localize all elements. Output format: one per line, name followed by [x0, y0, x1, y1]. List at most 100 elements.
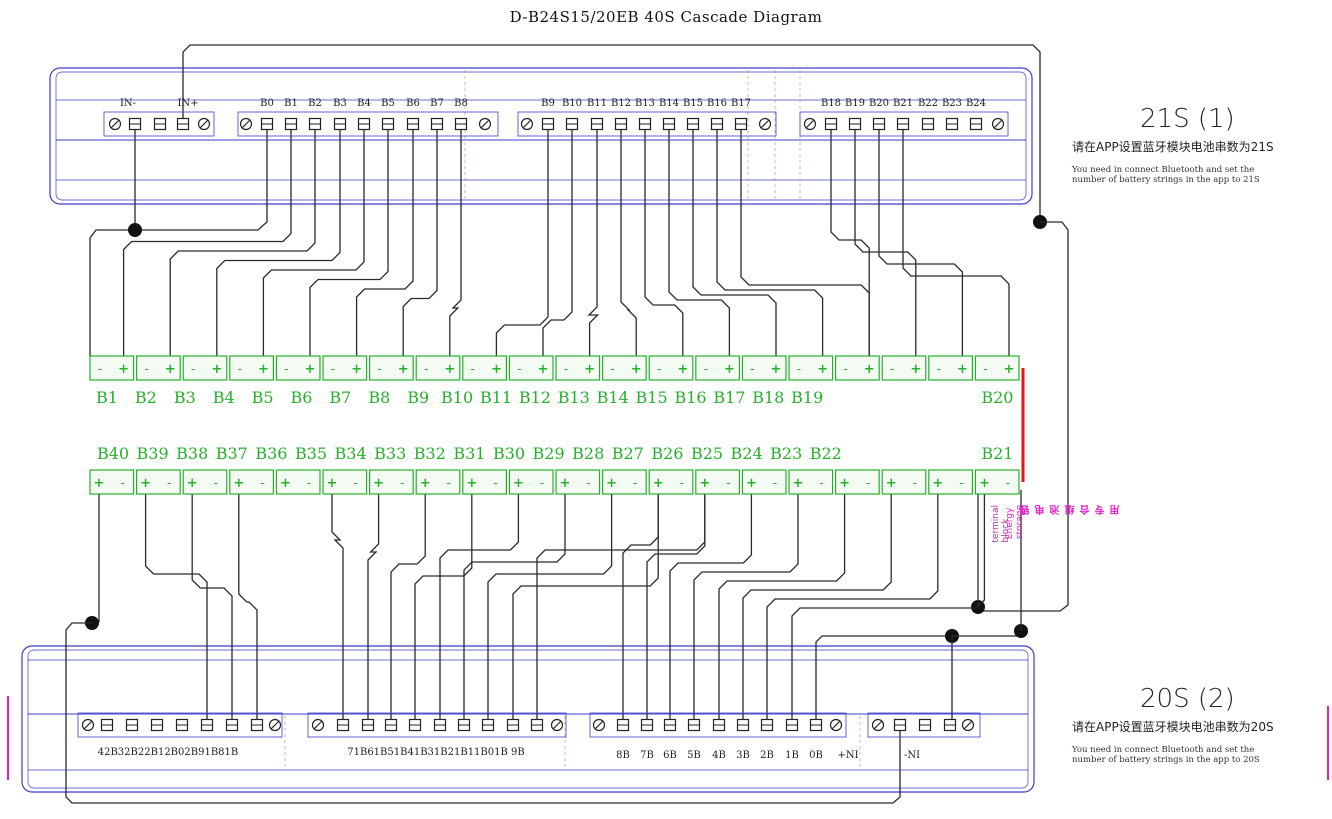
cell-minus-sign: - [866, 476, 870, 491]
battery-cell-bottom [229, 469, 275, 495]
cell-plus-sign: + [305, 362, 316, 377]
wire-bottom-g2 [487, 494, 613, 719]
screw-slot [199, 119, 209, 129]
screw-terminal-icon [803, 117, 817, 131]
cell-plus-sign: + [94, 476, 105, 491]
screw-terminal-icon [550, 718, 564, 732]
label-m2-0B: 0B [809, 750, 823, 761]
cell-label-B21: B21 [981, 444, 1013, 463]
cell-plus-sign: + [280, 476, 291, 491]
wire-top-b14 [668, 130, 731, 356]
cell-minus-sign: - [959, 476, 963, 491]
cell-minus-sign: - [633, 476, 637, 491]
screw-terminal-icon [197, 117, 211, 131]
battery-cell-top [695, 355, 740, 381]
cell-label-B29: B29 [533, 444, 565, 463]
label-in-plus: IN+ [177, 98, 198, 109]
cell-minus-sign: - [586, 476, 590, 491]
screw-terminal-icon [81, 718, 95, 732]
battery-cell-bottom [369, 469, 414, 495]
cell-plus-sign: + [677, 362, 688, 377]
cell-plus-sign: + [1004, 362, 1015, 377]
battery-cell-top [974, 355, 1020, 381]
cell-label-B38: B38 [176, 444, 208, 463]
wire-bottom-g2 [536, 494, 706, 719]
cell-minus-sign: - [1006, 476, 1010, 491]
label-B17: B17 [731, 98, 751, 109]
battery-cell-top [788, 355, 834, 381]
cell-label-B1: B1 [96, 388, 118, 407]
cell-label-B28: B28 [572, 444, 604, 463]
wire-bottom-g3 [693, 494, 799, 719]
label-module-2-in: -NI [904, 750, 920, 761]
label-B19: B19 [845, 98, 865, 109]
cell-plus-sign: + [351, 362, 362, 377]
cell-plus-sign: + [327, 476, 338, 491]
cell-minus-sign: - [120, 476, 124, 491]
wire-bottom-g3 [718, 494, 846, 719]
cell-label-B9: B9 [407, 388, 429, 407]
battery-cell-top [415, 355, 461, 381]
label-B5: B5 [381, 98, 395, 109]
cell-minus-sign: - [657, 362, 661, 377]
cell-label-B35: B35 [295, 444, 327, 463]
cell-plus-sign: + [746, 476, 757, 491]
wire-top-b15 [692, 130, 777, 356]
cell-minus-sign: - [797, 362, 801, 377]
module-1-block-3 [799, 111, 1009, 137]
module-2-inner [27, 649, 1029, 789]
battery-cell-top [136, 355, 181, 381]
cell-label-B24: B24 [731, 444, 763, 463]
cell-minus-sign: - [564, 362, 568, 377]
cell-label-B17: B17 [713, 388, 745, 407]
cell-label-B26: B26 [651, 444, 683, 463]
wire-top-b9 [495, 130, 549, 356]
battery-cell-bottom [89, 469, 135, 495]
side-label-en-2: terminal block [991, 505, 1011, 543]
cell-minus-sign: - [238, 362, 242, 377]
label-B15: B15 [683, 98, 703, 109]
screw-terminal-icon [592, 718, 606, 732]
wire-bottom-g3 [742, 494, 892, 719]
screw-terminal-icon [871, 718, 885, 732]
cell-plus-sign: + [932, 476, 943, 491]
screw-slot [552, 720, 562, 730]
wire-top-b7 [402, 130, 438, 356]
wire-top-b8 [449, 130, 462, 356]
label-in-minus: IN- [120, 98, 136, 109]
label-m2-+NI: +NI [837, 750, 858, 761]
label-B10: B10 [562, 98, 582, 109]
wire-bottom-g2 [463, 494, 566, 719]
label-m2-1B: 1B [785, 750, 799, 761]
cell-label-B22: B22 [810, 444, 842, 463]
cell-plus-sign: + [398, 362, 409, 377]
wire-top-b11 [587, 130, 600, 356]
cell-label-B37: B37 [216, 444, 248, 463]
screw-slot [313, 720, 323, 730]
screw-terminal-icon [758, 117, 772, 131]
side-label-cn: 锂电池组合专用 [1021, 505, 1122, 515]
cell-minus-sign: - [214, 476, 218, 491]
battery-cell-bottom [415, 469, 461, 495]
module-2-cn-note: 请在APP设置蓝牙模块电池串数为20S [1072, 720, 1274, 734]
cell-minus-sign: - [913, 476, 917, 491]
cell-minus-sign: - [819, 476, 823, 491]
label-B21: B21 [893, 98, 913, 109]
module-2-note: 20S (2) 请在APP设置蓝牙模块电池串数为20S You need in … [1072, 684, 1322, 765]
cell-minus-sign: - [983, 362, 987, 377]
wire-in-plus-loop [182, 44, 1041, 222]
screw-slot [522, 119, 532, 129]
label-B16: B16 [707, 98, 727, 109]
module-1-en-note: You need in connect Bluetooth and set th… [1072, 165, 1260, 185]
label-m2-4B: 4B [712, 750, 726, 761]
battery-cell-top [508, 355, 554, 381]
module-2-heading: 20S (2) [1140, 684, 1235, 714]
wire-negative-loop [65, 622, 901, 804]
battery-cell-top [462, 355, 507, 381]
cell-minus-sign: - [424, 362, 428, 377]
cell-label-B16: B16 [674, 388, 706, 407]
cell-minus-sign: - [843, 362, 847, 377]
screw-slot [760, 119, 770, 129]
cell-plus-sign: + [793, 476, 804, 491]
